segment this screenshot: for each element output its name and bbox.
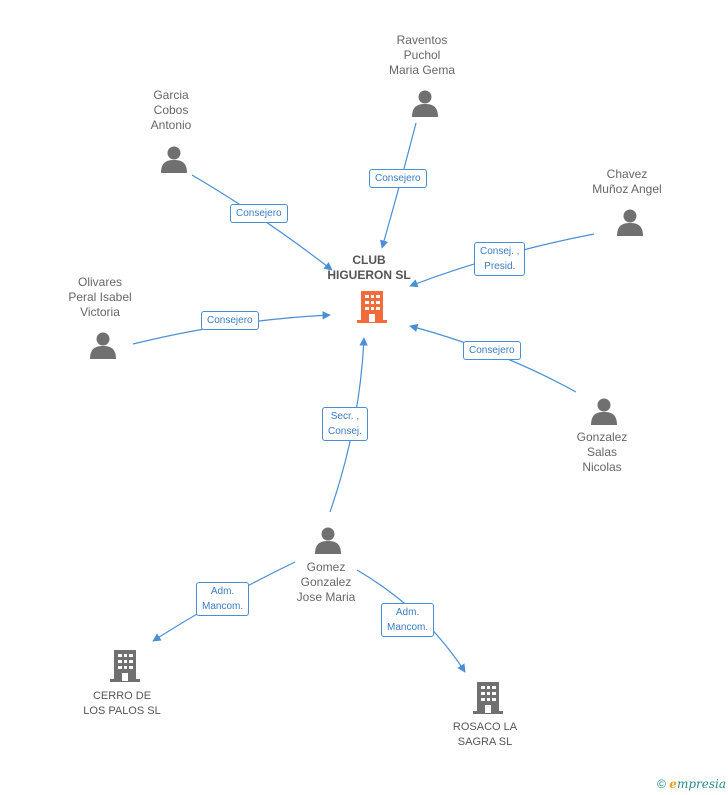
logo-initial: e xyxy=(669,777,677,791)
company-name-line: CERRO DE xyxy=(92,690,152,702)
person-icon xyxy=(412,90,438,117)
main-company-building-icon[interactable] xyxy=(356,290,388,329)
person-icon xyxy=(617,209,643,236)
edge-role-text: Secr. , xyxy=(330,411,360,422)
person-icon-gomez[interactable] xyxy=(314,526,342,559)
edge-label-chavez: Consej. , Presid. xyxy=(474,242,526,276)
company-name-line: LOS PALOS SL xyxy=(83,705,161,717)
person-label-olivares[interactable]: Olivares Peral Isabel Victoria xyxy=(40,275,160,320)
edge-role-text: Consejero xyxy=(469,345,515,356)
company-name-line: SAGRA SL xyxy=(457,736,513,748)
edge-label-gomez: Secr. , Consej. xyxy=(322,407,368,441)
edge-role-text: Adm. xyxy=(210,586,235,597)
edge-role-text: Consej. xyxy=(328,426,362,437)
person-name-line: Puchol xyxy=(403,48,441,62)
person-icon xyxy=(90,332,116,359)
person-label-raventos[interactable]: Raventos Puchol Maria Gema xyxy=(362,33,482,78)
edge-label-olivares: Consejero xyxy=(201,311,259,330)
edge-role-text: Consejero xyxy=(207,315,253,326)
person-name-line: Olivares xyxy=(77,275,122,289)
person-label-garcia[interactable]: Garcia Cobos Antonio xyxy=(111,88,231,133)
building-icon xyxy=(110,650,140,682)
edge-role-text: Consej. , xyxy=(480,246,520,257)
edge-role-text: Presid. xyxy=(484,261,516,272)
footer-brand: © empresia xyxy=(657,777,726,791)
edge-label-raventos: Consejero xyxy=(369,169,427,188)
person-name-line: Cobos xyxy=(153,103,189,117)
logo-text: mpresia xyxy=(676,777,726,791)
person-name-line: Gonzalez xyxy=(300,575,352,589)
person-label-chavez[interactable]: Chavez Muñoz Angel xyxy=(567,167,687,197)
company-label-rosaco[interactable]: ROSACO LA SAGRA SL xyxy=(425,720,545,750)
building-icon xyxy=(473,682,503,714)
person-icon-olivares[interactable] xyxy=(89,331,117,364)
person-icon xyxy=(161,146,187,173)
person-icon-gonzalez[interactable] xyxy=(590,397,618,430)
person-label-gomez[interactable]: Gomez Gonzalez Jose Maria xyxy=(266,560,386,605)
main-company-label[interactable]: CLUB HIGUERON SL xyxy=(309,253,429,283)
company-label-cerro[interactable]: CERRO DE LOS PALOS SL xyxy=(62,689,182,719)
person-icon-raventos[interactable] xyxy=(411,89,439,122)
company-icon-rosaco[interactable] xyxy=(472,681,504,720)
person-name-line: Maria Gema xyxy=(388,63,456,77)
person-name-line: Victoria xyxy=(80,305,120,319)
person-name-line: Muñoz Angel xyxy=(592,182,662,196)
edge-label-cerro: Adm. Mancom. xyxy=(196,582,250,616)
edge-label-garcia: Consejero xyxy=(230,204,288,223)
company-name-line: ROSACO LA xyxy=(452,721,518,733)
person-name-line: Peral Isabel xyxy=(68,290,132,304)
edge-label-rosaco: Adm. Mancom. xyxy=(381,603,435,637)
person-name-line: Gomez xyxy=(306,560,346,574)
copyright-symbol: © xyxy=(657,777,666,791)
main-company-name-line-2: HIGUERON SL xyxy=(327,268,411,282)
edge-role-text: Adm. xyxy=(395,607,420,618)
person-icon-chavez[interactable] xyxy=(616,208,644,241)
person-label-gonzalez[interactable]: Gonzalez Salas Nicolas xyxy=(542,430,662,475)
person-name-line: Gonzalez xyxy=(576,430,628,444)
edge-role-text: Consejero xyxy=(375,173,421,184)
person-icon xyxy=(591,398,617,425)
edge-label-gonzalez: Consejero xyxy=(463,341,521,360)
person-name-line: Antonio xyxy=(150,118,192,132)
edge-role-text: Mancom. xyxy=(202,601,244,612)
person-icon-garcia[interactable] xyxy=(160,145,188,178)
company-icon-cerro[interactable] xyxy=(109,649,141,688)
empresia-logo: empresia xyxy=(669,777,726,791)
person-name-line: Salas xyxy=(586,445,618,459)
person-name-line: Jose Maria xyxy=(296,590,356,604)
person-name-line: Garcia xyxy=(153,88,189,102)
edge-role-text: Mancom. xyxy=(387,622,429,633)
person-name-line: Raventos xyxy=(396,33,448,47)
main-company-name-line-1: CLUB xyxy=(352,253,386,267)
edge-role-text: Consejero xyxy=(236,208,282,219)
person-icon xyxy=(315,527,341,554)
building-icon-orange xyxy=(357,291,387,323)
person-name-line: Nicolas xyxy=(582,460,622,474)
person-name-line: Chavez xyxy=(606,167,648,181)
